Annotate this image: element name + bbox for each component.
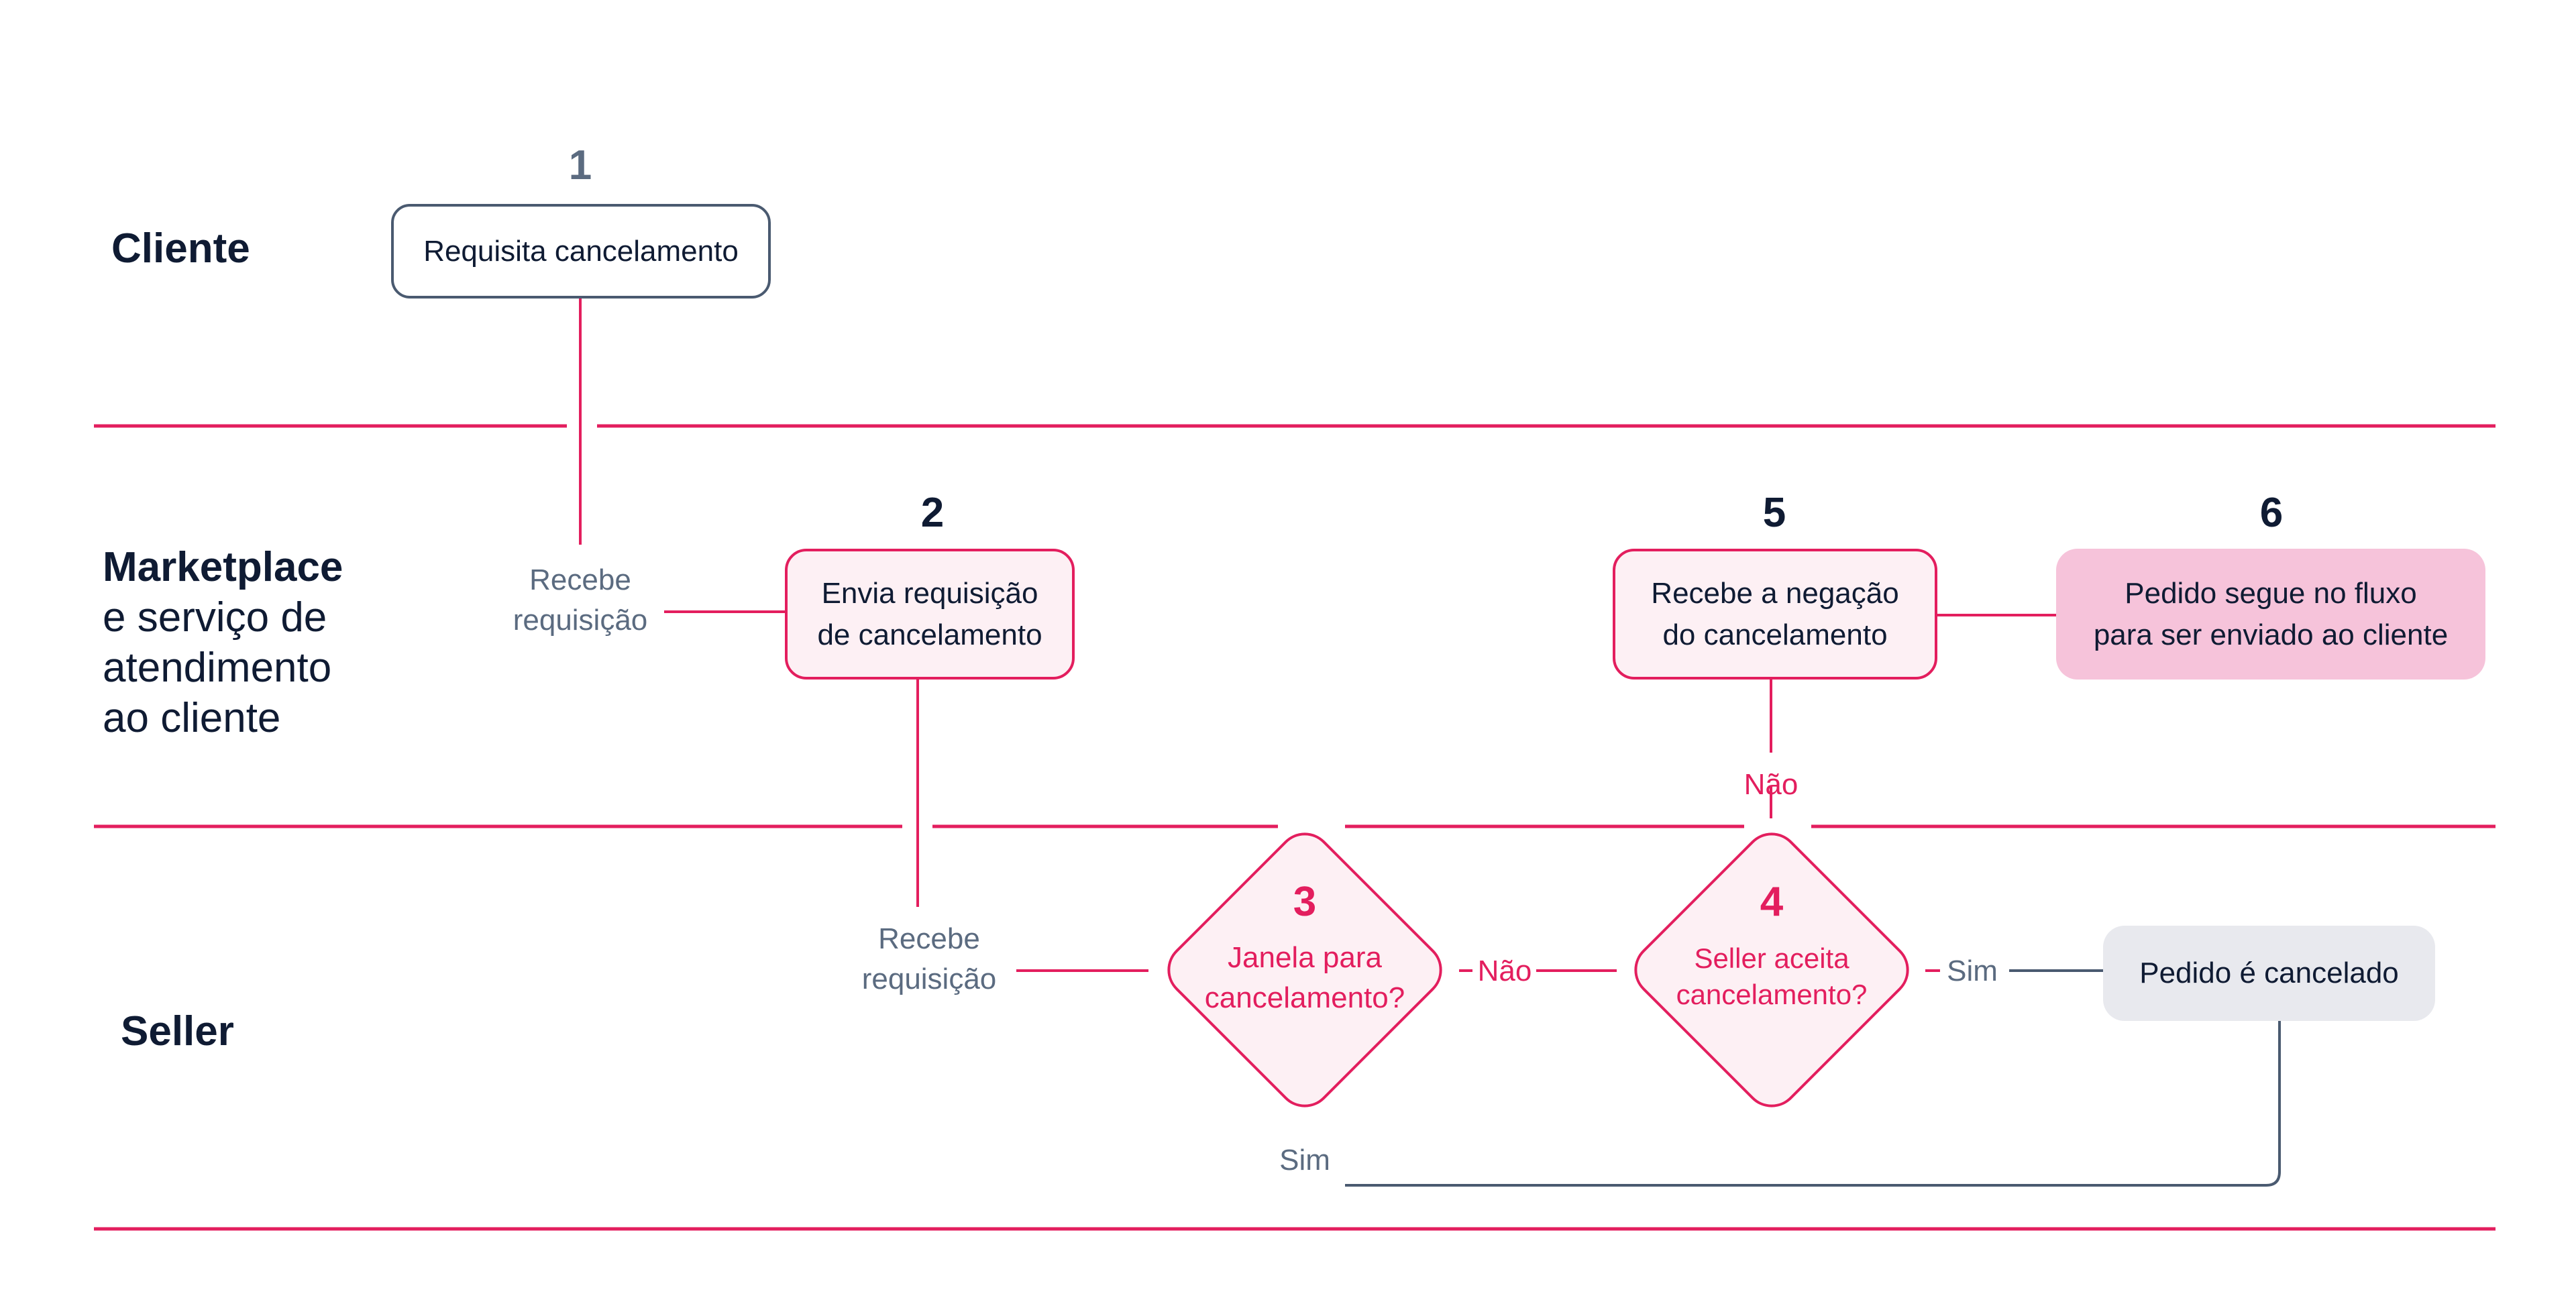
decision-shapes <box>1167 832 1909 1107</box>
step-number-6: 6 <box>2259 490 2284 536</box>
label-recebe-requisicao-seller: Recebe requisição <box>861 922 997 995</box>
cancelled-box: Pedido é cancelado <box>2103 926 2435 1021</box>
decision-3-text: Janela para cancelamento? <box>1204 941 1405 1014</box>
step-6-box: Pedido segue no fluxo para ser enviado a… <box>2056 549 2485 680</box>
diamond-3-shape <box>1167 832 1442 1107</box>
step-6-text: Pedido segue no fluxo para ser enviado a… <box>2093 576 2449 651</box>
connector-cancel-to-sim3 <box>1345 1021 2281 1187</box>
connectors <box>579 299 2281 1187</box>
step-2-text: Envia requisição de cancelamento <box>817 576 1042 651</box>
lane-title-cliente: Cliente <box>111 225 250 272</box>
step-1-text: Requisita cancelamento <box>423 234 739 268</box>
lane-marketplace-label: Marketplace e serviço de atendimento ao … <box>103 542 343 743</box>
step-1-box: Requisita cancelamento <box>391 204 771 299</box>
step-2-box: Envia requisição de cancelamento <box>785 549 1075 680</box>
decision-4-text: Seller aceita cancelamento? <box>1676 942 1868 1010</box>
cancelled-text: Pedido é cancelado <box>2139 957 2399 989</box>
step-number-4: 4 <box>1760 879 1784 925</box>
lane-title-marketplace: Marketplace <box>103 544 343 590</box>
step-5-box: Recebe a negação do cancelamento <box>1613 549 1937 680</box>
step-number-5: 5 <box>1762 490 1786 536</box>
step-number-2: 2 <box>920 490 945 536</box>
label-sim-4: Sim <box>1947 955 1998 987</box>
label-recebe-requisicao-marketplace: Recebe requisição <box>513 563 648 637</box>
lane-subtitle-marketplace: e serviço de atendimento ao cliente <box>103 594 332 741</box>
diamond-4-shape <box>1634 832 1909 1107</box>
label-nao-3: Não <box>1477 955 1532 987</box>
step-number-3: 3 <box>1293 879 1317 925</box>
lane-title-seller: Seller <box>121 1008 234 1054</box>
label-sim-3: Sim <box>1279 1144 1330 1177</box>
step-number-1: 1 <box>568 142 592 188</box>
step-5-text: Recebe a negação do cancelamento <box>1651 576 1899 651</box>
label-nao-4: Não <box>1743 768 1799 801</box>
lane-dividers <box>94 424 2496 1231</box>
